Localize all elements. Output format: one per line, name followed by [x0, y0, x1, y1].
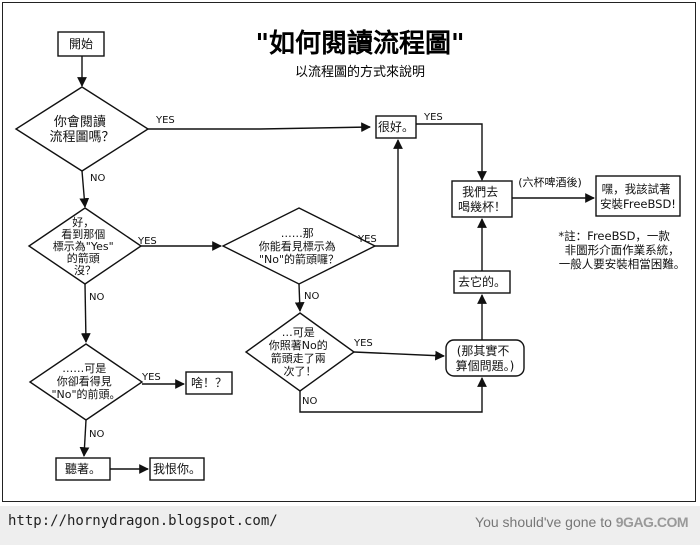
- okay-label: 很好。: [378, 120, 414, 134]
- arrow-okay-drink: [416, 123, 487, 181]
- page-title: "如何閱讀流程圖": [255, 29, 464, 59]
- q4-label: ……可是 你卻看得見 "No"的前頭。: [51, 362, 120, 401]
- footer-bar: [0, 506, 700, 545]
- q4-yes-label: YES: [141, 372, 161, 383]
- hate-label: 我恨你。: [153, 462, 201, 476]
- q3-yes-label: YES: [357, 234, 377, 245]
- footer-url[interactable]: http://hornydragon.blogspot.com/: [8, 513, 278, 529]
- q2-label: 好， 看到那個 標示為"Yes" 的箭頭 沒？: [53, 215, 117, 277]
- q3-label: ……那 你能看見標示為 "No"的箭頭囉？: [259, 227, 340, 266]
- not-really-label: (那其實不 算個問題。): [456, 343, 515, 373]
- hate-box: [149, 457, 205, 481]
- page-subtitle: 以流程圖的方式來說明: [295, 64, 425, 80]
- q3-no-label: NO: [304, 291, 319, 302]
- q5-no-label: NO: [302, 396, 317, 407]
- arrow-q1-no: [79, 170, 90, 208]
- arrow-q5-no: [299, 377, 487, 413]
- what-box: [185, 371, 233, 395]
- q2-no-label: NO: [89, 292, 104, 303]
- q5-yes-label: YES: [353, 338, 373, 349]
- arrow-q4-no: [79, 419, 90, 457]
- screw-it-label: 去它的。: [458, 274, 506, 289]
- q1-yes-label: YES: [155, 115, 175, 126]
- freebsd-note: *註：FreeBSD，一款 非圖形介面作業系統， 一般人要安裝相當困難。: [558, 229, 685, 271]
- okay-box: [375, 115, 417, 139]
- flowchart: "如何閱讀流程圖" 以流程圖的方式來說明: [14, 29, 685, 481]
- freebsd-label: 嘿，我該試著 安裝FreeBSD!: [600, 182, 676, 211]
- drink-label: 我們去 喝幾杯！: [458, 185, 506, 214]
- q5-label: …可是 你照著No的 箭頭走了兩 次了！: [269, 326, 331, 378]
- what-label: 啥！？: [191, 375, 227, 390]
- start-label: 開始: [69, 37, 93, 51]
- q4-no-label: NO: [89, 429, 104, 440]
- footer-credit[interactable]: You should've gone to 9GAG.COM: [475, 514, 688, 530]
- arrow-q2-no: [80, 283, 91, 343]
- six-beers-label: (六杯啤酒後): [518, 175, 582, 189]
- not-really-box: [445, 339, 525, 377]
- footer-brand: 9GAG.COM: [615, 514, 689, 530]
- okay-yes-label: YES: [423, 112, 443, 123]
- arrow-q3-no: [294, 283, 305, 312]
- arrow-q1-yes: [148, 122, 371, 133]
- arrow-q3-yes: [375, 139, 403, 247]
- freebsd-box: [595, 175, 681, 217]
- start-box: [57, 31, 105, 57]
- listen-label: 聽著。: [65, 462, 101, 476]
- q1-no-label: NO: [90, 173, 105, 184]
- comic-frame: [2, 2, 696, 502]
- q1-label: 你會閱讀 流程圖嗎？: [49, 115, 114, 145]
- footer-credit-text: You should've gone to: [475, 514, 612, 530]
- drink-box: [451, 180, 513, 218]
- q2-yes-label: YES: [137, 236, 157, 247]
- arrow-q5-yes: [353, 350, 445, 361]
